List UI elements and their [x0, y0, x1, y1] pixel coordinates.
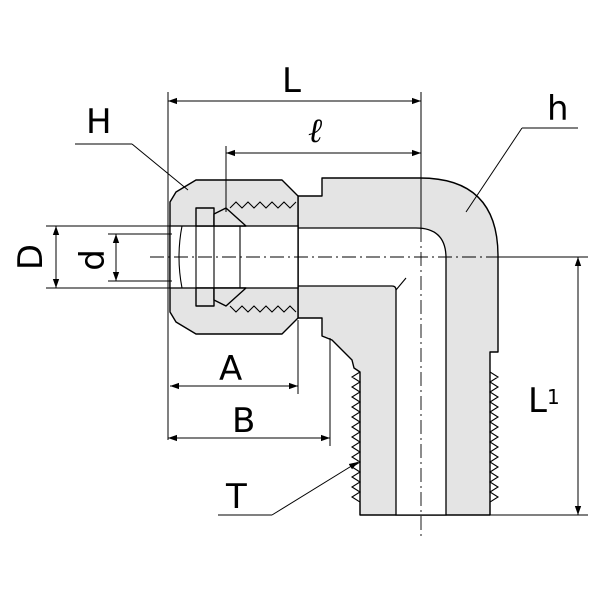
- dimension-L: L: [167, 61, 422, 440]
- dimension-D: D: [11, 225, 172, 289]
- front-ferrule-top: [213, 207, 247, 227]
- nut-thread-lower: [229, 305, 297, 313]
- flow-bore: [297, 227, 447, 516]
- dimension-B: B: [168, 338, 331, 446]
- leader-T: T: [218, 461, 359, 517]
- back-ferrule-top: [195, 207, 215, 227]
- bore-corner-line: [395, 277, 407, 291]
- dimension-L1: L1: [490, 256, 588, 516]
- label-T: T: [225, 477, 247, 517]
- label-L1: L1: [528, 381, 560, 421]
- label-L: L: [282, 61, 301, 101]
- elbow-body: [297, 177, 500, 516]
- label-B: B: [232, 401, 255, 441]
- leader-h: h: [465, 89, 578, 213]
- label-h: h: [547, 89, 569, 129]
- nut-thread-upper: [229, 201, 297, 209]
- dimension-l: ℓ: [225, 111, 421, 212]
- label-A: A: [219, 349, 242, 389]
- label-D: D: [11, 244, 51, 270]
- pipe-thread-right: [488, 371, 500, 515]
- dimension-A: A: [170, 320, 299, 394]
- back-ferrule-bottom: [195, 287, 215, 307]
- label-d: d: [73, 249, 113, 271]
- label-H: H: [86, 102, 112, 142]
- pipe-thread-left: [350, 371, 362, 515]
- leader-H: H: [75, 102, 189, 191]
- dimension-d: d: [73, 233, 172, 282]
- front-ferrule-bottom: [213, 287, 247, 307]
- compression-nut: [169, 179, 299, 335]
- label-l: ℓ: [308, 111, 322, 151]
